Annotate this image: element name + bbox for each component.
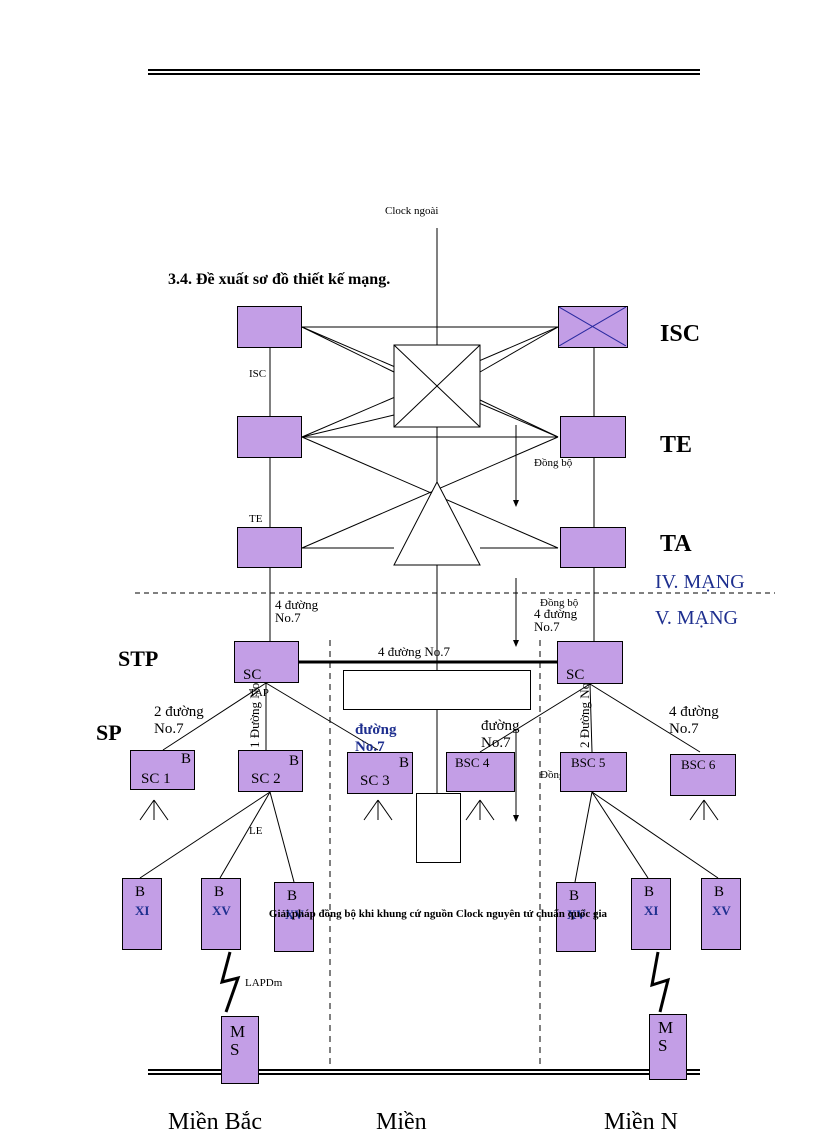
sp-node-name: BSC 6 bbox=[681, 757, 716, 772]
bts-node: B XV bbox=[274, 882, 314, 952]
tap-label: TAP bbox=[249, 687, 269, 699]
te-node-right bbox=[560, 416, 626, 458]
section-heading: 3.4. Đề xuất sơ đồ thiết kế mạng. bbox=[168, 271, 391, 288]
level-stp: STP bbox=[118, 646, 159, 671]
stp-node-left: SC bbox=[234, 641, 299, 683]
sp-node-sc3: B SC 3 bbox=[347, 752, 413, 794]
stp-node-right: SC bbox=[557, 641, 623, 684]
bts-top-label: B bbox=[135, 884, 146, 900]
sp-node-sc1: B SC 1 bbox=[130, 750, 195, 790]
links-center-label: 4 đường No.7 bbox=[378, 644, 451, 659]
sp-node-bsc5: BSC 5 bbox=[560, 752, 627, 792]
bts-top-label: B bbox=[569, 888, 580, 904]
bts-top-label: B bbox=[714, 884, 725, 900]
sync-label-low: Đồng bộ bbox=[540, 769, 578, 781]
sp-node-name: BSC 5 bbox=[571, 755, 606, 770]
ms-node: M S bbox=[649, 1014, 687, 1080]
region-central: Miền bbox=[376, 1109, 427, 1135]
network-iv-label: IV. MẠNG bbox=[655, 571, 745, 593]
level-ta: TA bbox=[660, 531, 692, 557]
sp-node-name: BSC 4 bbox=[455, 755, 490, 770]
region-south: Miền N bbox=[604, 1109, 678, 1135]
sync-label-top: Đồng bộ bbox=[534, 457, 573, 469]
bts-node: B XI bbox=[631, 878, 671, 950]
sp-node-name: SC 3 bbox=[360, 773, 390, 789]
bts-bottom-label: XV bbox=[212, 903, 231, 918]
links-bsc6-label: 4 đường No.7 bbox=[669, 704, 719, 737]
sync-label-mid: Đồng bộ bbox=[540, 597, 579, 609]
bts-bottom-label: XV bbox=[285, 907, 304, 922]
bts-node: B XV bbox=[556, 882, 596, 952]
ms-label: M S bbox=[658, 1018, 674, 1055]
sp-node-sc2: B SC 2 bbox=[238, 750, 303, 792]
ms-node: M S bbox=[221, 1016, 259, 1084]
clock-source-box bbox=[416, 793, 461, 863]
sp-node-tag: B bbox=[180, 751, 191, 767]
le-label: LE bbox=[249, 825, 263, 837]
sp-node-name: SC 2 bbox=[251, 771, 281, 787]
stp-node-label: SC bbox=[243, 667, 262, 683]
bts-top-label: B bbox=[644, 884, 655, 900]
level-te: TE bbox=[660, 432, 693, 458]
isc-node-right bbox=[558, 306, 628, 348]
lapdm-label: LAPDm bbox=[245, 977, 283, 989]
diagram-caption: Giải pháp đồng bộ khi khung cứ nguồn Clo… bbox=[268, 908, 608, 920]
clock-label: Clock ngoài bbox=[385, 205, 439, 217]
links-bsc5-label: 2 Đường No.7 bbox=[577, 673, 592, 748]
ta-node-right bbox=[560, 527, 626, 568]
bts-node: B XV bbox=[701, 878, 741, 950]
isc-small-label: ISC bbox=[249, 368, 267, 380]
bts-top-label: B bbox=[287, 888, 298, 904]
ta-node-left bbox=[237, 527, 302, 568]
links-left-label: 4 đường No.7 bbox=[275, 597, 319, 625]
te-node-left bbox=[237, 416, 302, 458]
bts-node: B XV bbox=[201, 878, 241, 950]
network-v-label: V. MẠNG bbox=[655, 607, 738, 629]
stp-node-label: SC bbox=[566, 667, 585, 683]
bts-top-label: B bbox=[214, 884, 225, 900]
center-panel bbox=[343, 670, 531, 710]
sp-node-name: SC 1 bbox=[141, 771, 171, 787]
te-small-label: TE bbox=[249, 513, 263, 525]
bts-bottom-label: XI bbox=[135, 903, 150, 918]
links-sc3-label: đường No.7 bbox=[355, 722, 397, 755]
sp-node-bsc4: BSC 4 bbox=[446, 752, 515, 792]
level-sp: SP bbox=[96, 720, 122, 745]
links-right-label: 4 đường No.7 bbox=[534, 606, 578, 634]
sp-node-tag: B bbox=[398, 755, 409, 771]
sp-node-tag: B bbox=[288, 753, 299, 769]
level-isc: ISC bbox=[660, 321, 701, 347]
region-north: Miền Bắc bbox=[168, 1109, 262, 1135]
sp-node-bsc6: BSC 6 bbox=[670, 754, 736, 796]
bts-node: B XI bbox=[122, 878, 162, 950]
cross-icon bbox=[559, 307, 626, 346]
isc-node-left bbox=[237, 306, 302, 348]
bts-bottom-label: XV bbox=[567, 907, 586, 922]
ms-label: M S bbox=[230, 1022, 246, 1059]
bts-bottom-label: XI bbox=[644, 903, 659, 918]
links-bsc4-label: đường No.7 bbox=[481, 718, 520, 751]
links-sc1-label: 2 đường No.7 bbox=[154, 704, 204, 737]
bts-bottom-label: XV bbox=[712, 903, 731, 918]
